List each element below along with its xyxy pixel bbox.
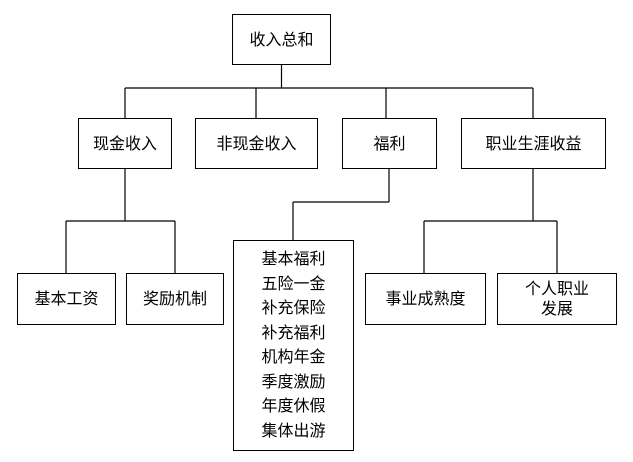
base-salary-label: 基本工资 (34, 289, 99, 308)
noncash-income-node: 非现金收入 (195, 118, 318, 169)
welfare-item: 年度休假 (261, 396, 326, 415)
welfare-item: 基本福利 (261, 249, 326, 268)
bonus-mechanism-node: 奖励机制 (126, 273, 224, 325)
welfare-item: 机构年金 (261, 347, 326, 366)
personal-development-label: 个人职业 发展 (524, 279, 589, 318)
career-benefit-node: 职业生涯收益 (461, 118, 606, 169)
welfare-item: 季度激励 (261, 371, 326, 391)
welfare-item: 五险一金 (261, 273, 326, 293)
welfare-label: 福利 (373, 133, 406, 153)
career-maturity-node: 事业成熟度 (365, 273, 486, 325)
noncash-income-label: 非现金收入 (216, 133, 297, 153)
cash-income-label: 现金收入 (92, 133, 157, 153)
welfare-item: 补充福利 (261, 322, 326, 342)
welfare-list-node: 基本福利 五险一金 补充保险 补充福利 机构年金 季度激励 年度休假 集体出游 (233, 240, 354, 451)
welfare-node: 福利 (342, 118, 437, 169)
personal-development-node: 个人职业 发展 (497, 273, 617, 325)
welfare-item: 补充保险 (261, 298, 326, 317)
cash-income-node: 现金收入 (78, 118, 172, 169)
career-benefit-label: 职业生涯收益 (485, 133, 582, 153)
welfare-item: 集体出游 (261, 420, 326, 440)
root-node: 收入总和 (232, 14, 331, 65)
base-salary-node: 基本工资 (17, 273, 116, 325)
root-label: 收入总和 (249, 29, 314, 49)
bonus-mechanism-label: 奖励机制 (142, 289, 207, 308)
career-maturity-label: 事业成熟度 (385, 289, 466, 308)
